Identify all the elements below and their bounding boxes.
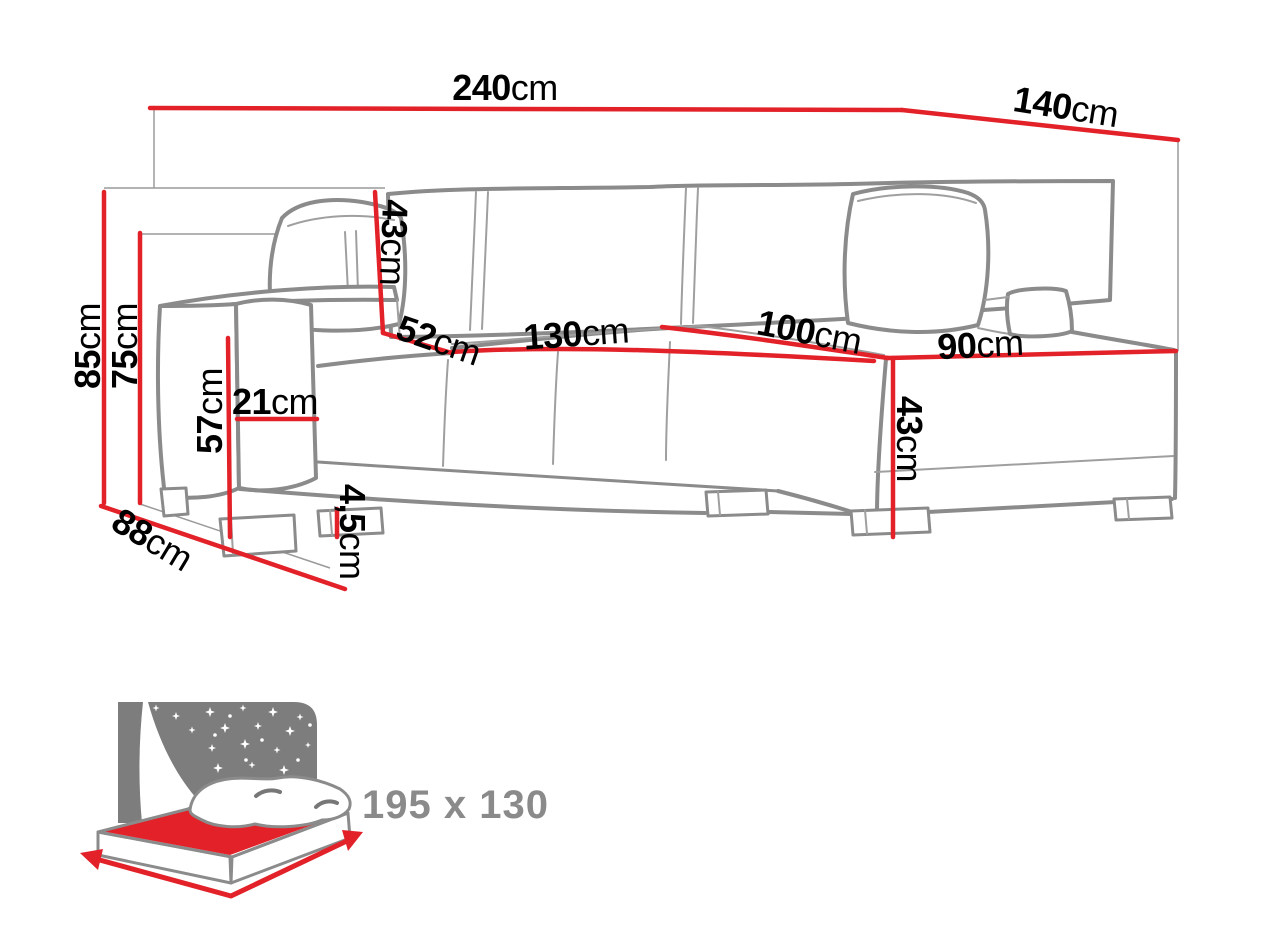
- chaise-armrest-pad: [1004, 286, 1074, 339]
- dim-unit: cm: [975, 322, 1024, 365]
- sofa-drawing: [155, 179, 1178, 558]
- arrow-head-left-icon: [80, 849, 103, 870]
- dim-value: 85: [67, 350, 108, 390]
- dim-value: 75: [104, 350, 145, 390]
- dim-value: 140: [1011, 78, 1075, 128]
- dim-label-corner-seat-depth: 100cm: [754, 302, 865, 362]
- right-pillow: [842, 184, 991, 334]
- dim-value: 130: [522, 313, 583, 358]
- dimension-lines: [98, 105, 1181, 592]
- duvet: [188, 775, 352, 829]
- dim-value: 4,5: [332, 484, 373, 533]
- dim-label-seat-height: 43cm: [889, 396, 930, 482]
- dim-unit: cm: [580, 309, 630, 353]
- backrest: [386, 179, 1115, 339]
- arrow-head-right-icon: [342, 830, 363, 851]
- dim-value: 57: [189, 415, 230, 454]
- dim-label-armrest-width: 21cm: [232, 381, 318, 422]
- dim-value: 90: [936, 324, 977, 367]
- dim-label-armrest-height: 57cm: [189, 368, 230, 454]
- dim-label-total-height: 85cm: [67, 303, 108, 389]
- dim-unit: cm: [811, 313, 865, 362]
- dim-unit: cm: [332, 533, 373, 580]
- dim-line-armrest-height: [225, 335, 233, 540]
- dim-unit: cm: [1068, 87, 1121, 135]
- dim-value: 43: [374, 199, 416, 239]
- dim-value: 240: [452, 67, 511, 108]
- sofa-legs: [159, 486, 1174, 558]
- dim-label-chaise-width: 90cm: [936, 322, 1024, 367]
- chaise-right-edge: [1173, 350, 1178, 500]
- dim-label-leg-height: 4,5cm: [332, 484, 373, 580]
- bed-size-arrow: [80, 830, 363, 899]
- dim-line-backrest-cushion-height: [372, 189, 386, 336]
- dim-label-backrest-cushion-height: 43cm: [372, 199, 416, 286]
- dim-label-corner-depth: 140cm: [1011, 78, 1122, 135]
- dim-line-total-width: [147, 105, 905, 113]
- dim-unit: cm: [189, 368, 230, 415]
- moon-icon: [139, 702, 198, 823]
- dim-unit: cm: [889, 435, 930, 482]
- dim-label-seat-width: 130cm: [522, 309, 630, 357]
- dim-line-base-depth: [98, 503, 348, 592]
- dim-line-corner-depth: [899, 107, 1181, 143]
- dim-value: 21: [232, 381, 272, 422]
- dim-line-chaise-width: [885, 348, 1179, 361]
- chaise-left-edge: [875, 357, 888, 517]
- bed-size-label: 195 x 130: [362, 783, 549, 827]
- dim-unit: cm: [511, 67, 558, 108]
- dim-label-back-height: 75cm: [104, 303, 145, 389]
- dim-line-seat-width: [449, 346, 877, 364]
- dim-label-total-width: 240cm: [452, 67, 558, 108]
- dim-unit: cm: [67, 303, 108, 350]
- dim-line-seat-depth: [380, 330, 455, 356]
- dim-unit: cm: [271, 381, 318, 422]
- sleeping-function-icon: 195 x 130: [80, 702, 549, 899]
- dim-line-corner-seat-depth: [659, 324, 891, 361]
- dim-value: 43: [889, 396, 930, 435]
- dim-unit: cm: [104, 303, 145, 350]
- dim-unit: cm: [372, 238, 415, 286]
